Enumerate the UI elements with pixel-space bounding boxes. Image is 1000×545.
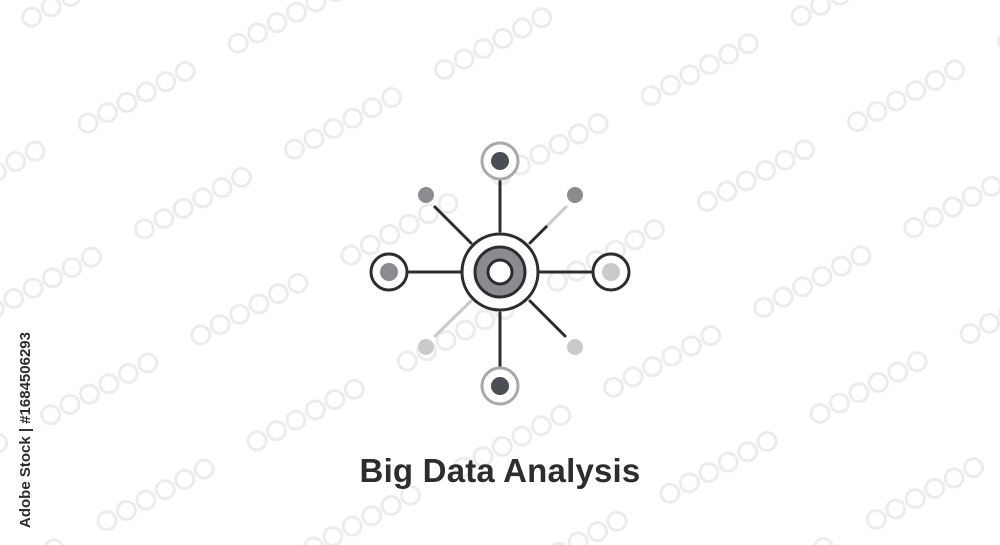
right-node xyxy=(591,252,631,292)
left-node xyxy=(369,252,409,292)
icon-caption: Big Data Analysis xyxy=(359,452,641,489)
bottom-left-dot xyxy=(418,339,434,355)
bottom-right-dot xyxy=(567,339,583,355)
network-hub-icon xyxy=(369,141,631,406)
stock-id-text: Adobe Stock | #1684506293 xyxy=(17,332,34,528)
hub-node xyxy=(460,232,540,312)
network-spokes xyxy=(406,178,595,369)
network-spokes-light xyxy=(433,205,568,338)
bottom-node xyxy=(480,366,520,406)
stock-id-label: Adobe Stock | #1684506293 xyxy=(4,300,40,530)
top-left-dot xyxy=(418,187,434,203)
top-node xyxy=(480,141,520,181)
top-right-dot xyxy=(567,187,583,203)
